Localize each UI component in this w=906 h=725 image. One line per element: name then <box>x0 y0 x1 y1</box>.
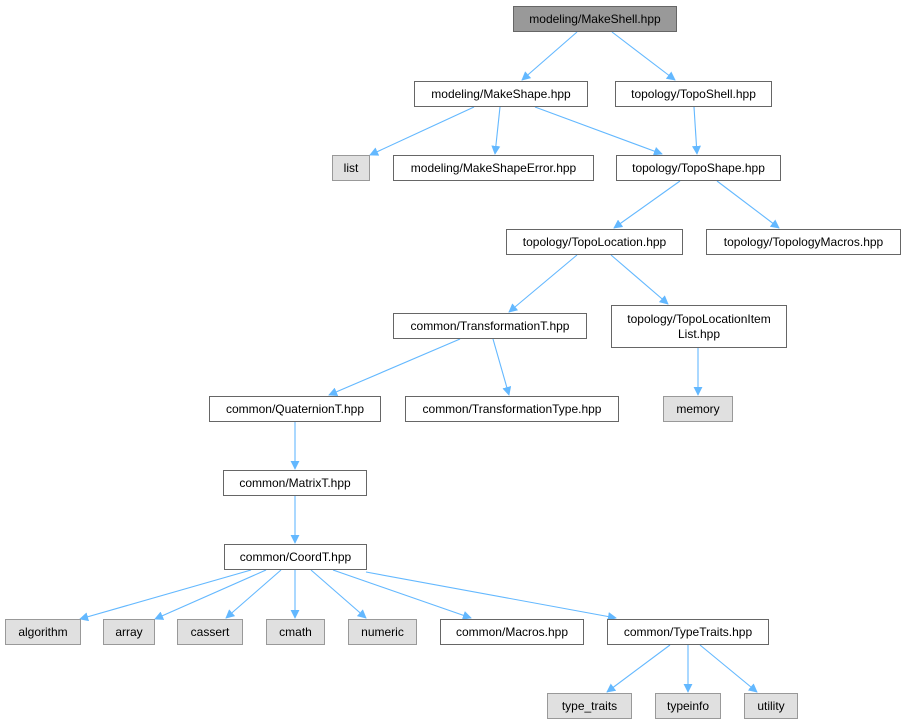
edge-coordt-to-algorithm <box>79 569 252 622</box>
node-label: topology/TopoLocationItem <box>627 312 770 326</box>
node-label: memory <box>676 402 719 416</box>
node-toposhape[interactable]: topology/TopoShape.hpp <box>616 155 781 181</box>
node-box <box>513 6 677 32</box>
node-label: common/MatrixT.hpp <box>239 476 351 490</box>
node-box <box>405 396 619 422</box>
edges <box>79 31 780 693</box>
node-label: type_traits <box>562 699 617 713</box>
node-typetraits[interactable]: common/TypeTraits.hpp <box>607 619 769 645</box>
node-makeshape[interactable]: modeling/MakeShape.hpp <box>414 81 588 107</box>
node-quaterniont[interactable]: common/QuaternionT.hpp <box>209 396 381 422</box>
node-label: common/Macros.hpp <box>456 625 568 639</box>
node-label: common/TransformationT.hpp <box>411 319 570 333</box>
node-numeric: numeric <box>348 619 417 645</box>
node-cmath: cmath <box>266 619 325 645</box>
node-topolocation[interactable]: topology/TopoLocation.hpp <box>506 229 683 255</box>
node-box <box>706 229 901 255</box>
node-box <box>616 155 781 181</box>
node-transformationtype[interactable]: common/TransformationType.hpp <box>405 396 619 422</box>
edge-coordt-to-numeric <box>310 569 367 619</box>
node-label: topology/TopoShell.hpp <box>631 87 756 101</box>
node-box <box>223 470 367 496</box>
node-box <box>440 619 584 645</box>
node-box <box>744 693 798 719</box>
edge-transformationt-to-quaterniont <box>328 338 461 396</box>
node-box <box>607 619 769 645</box>
node-label: numeric <box>361 625 404 639</box>
node-label: cassert <box>191 625 230 639</box>
node-label: array <box>115 625 142 639</box>
node-label: algorithm <box>18 625 67 639</box>
node-box <box>332 155 370 181</box>
node-makeshell[interactable]: modeling/MakeShell.hpp <box>513 6 677 32</box>
node-label: common/TypeTraits.hpp <box>624 625 753 639</box>
node-label: common/CoordT.hpp <box>240 550 352 564</box>
node-box <box>615 81 772 107</box>
edge-makeshell-to-makeshape <box>521 31 578 81</box>
edge-makeshell-to-toposhell <box>611 31 676 81</box>
node-box <box>103 619 155 645</box>
node-transformationt[interactable]: common/TransformationT.hpp <box>393 313 587 339</box>
edge-coordt-to-typetraits <box>365 571 617 621</box>
node-box <box>266 619 325 645</box>
node-box <box>209 396 381 422</box>
node-memory: memory <box>663 396 733 422</box>
node-box <box>655 693 721 719</box>
edge-makeshape-to-makeshapeerror <box>491 106 501 155</box>
nodes: modeling/MakeShell.hpp modeling/MakeShape… <box>5 6 901 719</box>
node-box <box>611 305 787 348</box>
node-coordt[interactable]: common/CoordT.hpp <box>224 544 367 570</box>
node-toposhell[interactable]: topology/TopoShell.hpp <box>615 81 772 107</box>
edge-toposhell-to-toposhape <box>691 106 701 155</box>
node-makeshapeerror[interactable]: modeling/MakeShapeError.hpp <box>393 155 594 181</box>
node-matrixt[interactable]: common/MatrixT.hpp <box>223 470 367 496</box>
node-label: modeling/MakeShell.hpp <box>529 12 661 26</box>
node-label: modeling/MakeShapeError.hpp <box>411 161 577 175</box>
node-label: cmath <box>279 625 312 639</box>
edge-toposhape-to-topologymacros <box>716 180 780 229</box>
node-label: list <box>344 161 359 175</box>
node-box <box>663 396 733 422</box>
node-label: topology/TopoLocation.hpp <box>523 235 667 249</box>
node-label: utility <box>757 699 784 713</box>
edge-toposhape-to-topolocation <box>613 180 681 229</box>
edge-typetraits-to-utility <box>699 644 758 693</box>
edge-coordt-to-array <box>154 569 267 620</box>
node-box <box>224 544 367 570</box>
node-label: List.hpp <box>678 327 720 341</box>
node-algorithm: algorithm <box>5 619 81 645</box>
node-topologymacros[interactable]: topology/TopologyMacros.hpp <box>706 229 901 255</box>
node-box <box>506 229 683 255</box>
edge-transformationt-to-transformationtype <box>492 338 512 396</box>
node-label: typeinfo <box>667 699 709 713</box>
edge-typetraits-to-type_traits <box>606 644 671 693</box>
node-label: modeling/MakeShape.hpp <box>431 87 571 101</box>
edge-topolocation-to-transformationt <box>508 254 578 313</box>
node-array: array <box>103 619 155 645</box>
node-label: common/TransformationType.hpp <box>423 402 602 416</box>
node-box <box>414 81 588 107</box>
node-box <box>393 313 587 339</box>
node-label: topology/TopoShape.hpp <box>632 161 765 175</box>
node-type_traits: type_traits <box>547 693 632 719</box>
node-utility: utility <box>744 693 798 719</box>
node-label: common/QuaternionT.hpp <box>226 402 364 416</box>
node-label: topology/TopologyMacros.hpp <box>724 235 884 249</box>
edge-coordt-to-cassert <box>225 569 282 619</box>
node-macros[interactable]: common/Macros.hpp <box>440 619 584 645</box>
node-cassert: cassert <box>177 619 243 645</box>
node-box <box>348 619 417 645</box>
edge-topolocation-to-topolocationitemlist <box>610 254 669 305</box>
node-list: list <box>332 155 370 181</box>
node-typeinfo: typeinfo <box>655 693 721 719</box>
node-box <box>177 619 243 645</box>
node-box <box>5 619 81 645</box>
node-box <box>547 693 632 719</box>
edge-makeshape-to-toposhape <box>534 106 663 156</box>
node-box <box>393 155 594 181</box>
edge-makeshape-to-list <box>369 106 475 156</box>
edge-coordt-to-macros <box>332 569 472 620</box>
